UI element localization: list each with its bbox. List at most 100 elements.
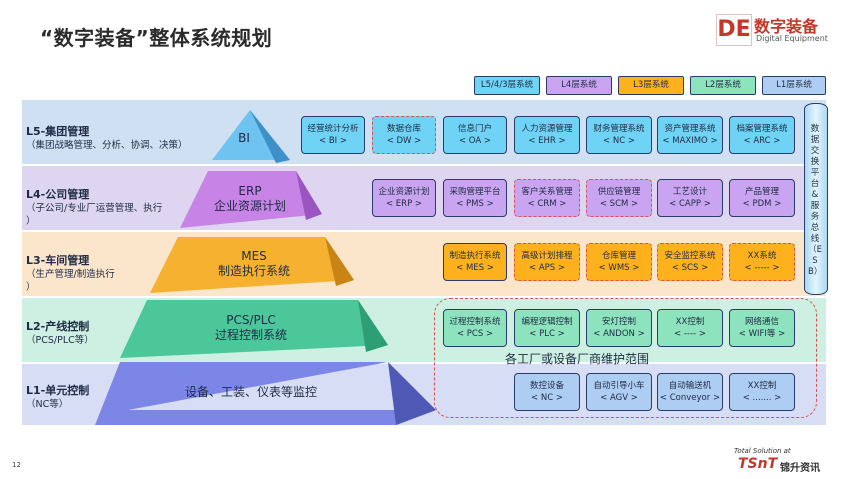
system-box-scm[interactable]: 供应链管理 < SCM > — [586, 179, 652, 217]
footer-small-text: Total Solution at — [734, 447, 791, 455]
system-code: < CRM > — [527, 199, 567, 209]
system-name: 制造执行系统 — [449, 251, 501, 261]
system-name: 高级计划排程 — [521, 251, 573, 261]
pyramid-l2-side — [358, 300, 388, 352]
level-desc: （NC等） — [26, 399, 69, 410]
pyramid-bi-label: BI — [224, 131, 264, 146]
system-name: 编程逻辑控制 — [521, 317, 573, 327]
system-box-nc-device[interactable]: 数控设备< NC > — [514, 373, 580, 411]
system-code: < Conveyor > — [659, 393, 721, 403]
system-box-pms[interactable]: 采购管理平台< PMS > — [443, 179, 507, 217]
system-name: XX系统 — [747, 251, 777, 261]
system-code: < DW > — [386, 136, 422, 146]
system-name: 财务管理系统 — [593, 124, 645, 134]
legend-l3: L3层系统 — [618, 76, 684, 95]
system-name: XX控制 — [675, 317, 705, 327]
system-name: 供应链管理 — [597, 187, 641, 197]
system-box-oa[interactable]: 信息门户< OA > — [443, 116, 507, 154]
legend-l1: L1层系统 — [762, 76, 826, 95]
system-box-maximo[interactable]: 资产管理系统 < MAXIMO > — [657, 116, 723, 154]
system-name: 资产管理系统 — [664, 124, 716, 134]
system-box-mes[interactable]: 制造执行系统< MES > — [443, 243, 507, 281]
system-box-agv[interactable]: 自动引导小车< AGV > — [586, 373, 652, 411]
system-name: 经营统计分析 — [307, 124, 359, 134]
system-code: < OA > — [458, 136, 491, 146]
system-box-crm[interactable]: 客户关系管理 < CRM > — [514, 179, 580, 217]
system-name: 产品管理 — [744, 187, 779, 197]
system-name: 档案管理系统 — [736, 124, 788, 134]
system-code: < ---- > — [674, 329, 706, 339]
system-box-conveyor[interactable]: 自动输送机 < Conveyor > — [657, 373, 723, 411]
system-code: < ANDON > — [593, 329, 645, 339]
level-l4-label: L4-公司管理 （子公司/专业厂运营管理、执行 ） — [26, 186, 162, 228]
system-box-pdm[interactable]: 产品管理 < PDM > — [729, 179, 795, 217]
system-name: 人力资源管理 — [521, 124, 573, 134]
system-box-aps[interactable]: 高级计划排程< APS > — [514, 243, 580, 281]
system-box-pcs[interactable]: 过程控制系统< PCS > — [443, 309, 507, 347]
level-desc: （集团战略管理、分析、协调、决策） — [26, 140, 188, 151]
system-name: 安灯控制 — [601, 317, 636, 327]
system-name: 安全监控系统 — [664, 251, 716, 261]
pyramid-mes-label: MES 制造执行系统 — [194, 249, 314, 279]
system-box-nc[interactable]: 财务管理系统 < NC > — [586, 116, 652, 154]
level-l3-label: L3-车间管理 （生产管理/制造执行 ） — [26, 252, 115, 294]
pyramid-l4-face — [180, 171, 322, 228]
system-box-bi[interactable]: 经营统计分析 < BI > — [301, 116, 365, 154]
footer-logo: Total Solution at TSnT 锦升资讯 — [734, 447, 830, 475]
legend-l543: L5/4/3层系统 — [474, 76, 540, 95]
system-box-xx-l1[interactable]: XX控制< ....... > — [729, 373, 795, 411]
pyramid-pcs-sub: 过程控制系统 — [214, 328, 287, 342]
system-code: < MAXIMO > — [662, 136, 718, 146]
system-box-wms[interactable]: 仓库管理< WMS > — [586, 243, 652, 281]
system-box-xx-l2[interactable]: XX控制 < ---- > — [657, 309, 723, 347]
esb-label: 数据交换平台&服务总线（ESB） — [808, 124, 823, 277]
system-code: < BI > — [319, 136, 347, 146]
pyramid-l1-face — [95, 362, 436, 425]
level-name: L5-集团管理 — [26, 125, 90, 138]
system-name: 自动引导小车 — [593, 381, 645, 391]
system-name: 客户关系管理 — [521, 187, 573, 197]
system-code: < ERP > — [385, 199, 423, 209]
system-box-xx-l3[interactable]: XX系统< ----- > — [729, 243, 795, 281]
logo-mark: DE — [716, 14, 752, 46]
system-box-plc[interactable]: 编程逻辑控制< PLC > — [514, 309, 580, 347]
system-name: 采购管理平台 — [449, 187, 501, 197]
system-code: < PDM > — [742, 199, 782, 209]
level-l2-label: L2-产线控制 （PCS/PLC等） — [26, 318, 94, 347]
level-desc-cont: ） — [26, 282, 36, 293]
level-name: L2-产线控制 — [26, 320, 90, 333]
footer-cn: 锦升资讯 — [780, 463, 820, 474]
pyramid-unit-label: 设备、工装、仪表等监控 — [156, 385, 346, 400]
system-name: 工艺设计 — [672, 187, 707, 197]
system-name: 过程控制系统 — [449, 317, 501, 327]
pyramid-l5-side — [250, 110, 290, 163]
system-code: < SCM > — [599, 199, 639, 209]
pyramid-erp-text: ERP — [238, 184, 262, 198]
system-box-arc[interactable]: 档案管理系统< ARC > — [729, 116, 795, 154]
pyramid-l1-side — [388, 362, 436, 425]
pyramid-bi-text: BI — [238, 131, 250, 145]
legend-l4: L4层系统 — [546, 76, 612, 95]
system-box-wifi[interactable]: 网络通信< WIFI等 > — [729, 309, 795, 347]
system-box-dw[interactable]: 数据仓库< DW > — [372, 116, 436, 154]
level-desc: （生产管理/制造执行 — [26, 269, 115, 280]
footer-brand: TSnT — [738, 456, 778, 472]
pyramid-pcs-text: PCS/PLC — [226, 313, 276, 327]
system-box-ehr[interactable]: 人力资源管理< EHR > — [514, 116, 580, 154]
system-box-scs[interactable]: 安全监控系统< SCS > — [657, 243, 723, 281]
system-name: 自动输送机 — [668, 381, 712, 391]
legend-l2: L2层系统 — [690, 76, 756, 95]
system-box-capp[interactable]: 工艺设计< CAPP > — [657, 179, 723, 217]
pyramid-erp-label: ERP 企业资源计划 — [200, 184, 300, 214]
system-code: < NC > — [603, 136, 635, 146]
level-name: L4-公司管理 — [26, 188, 90, 201]
level-name: L3-车间管理 — [26, 254, 90, 267]
system-box-erp[interactable]: 企业资源计划< ERP > — [372, 179, 436, 217]
level-desc: （PCS/PLC等） — [26, 335, 94, 346]
logo-tagline: Digital Equipment — [756, 34, 828, 43]
pyramid-mes-text: MES — [241, 249, 267, 263]
pyramid-unit-text: 设备、工装、仪表等监控 — [184, 385, 317, 399]
system-box-andon[interactable]: 安灯控制 < ANDON > — [586, 309, 652, 347]
level-l5-label: L5-集团管理 （集团战略管理、分析、协调、决策） — [26, 123, 188, 152]
